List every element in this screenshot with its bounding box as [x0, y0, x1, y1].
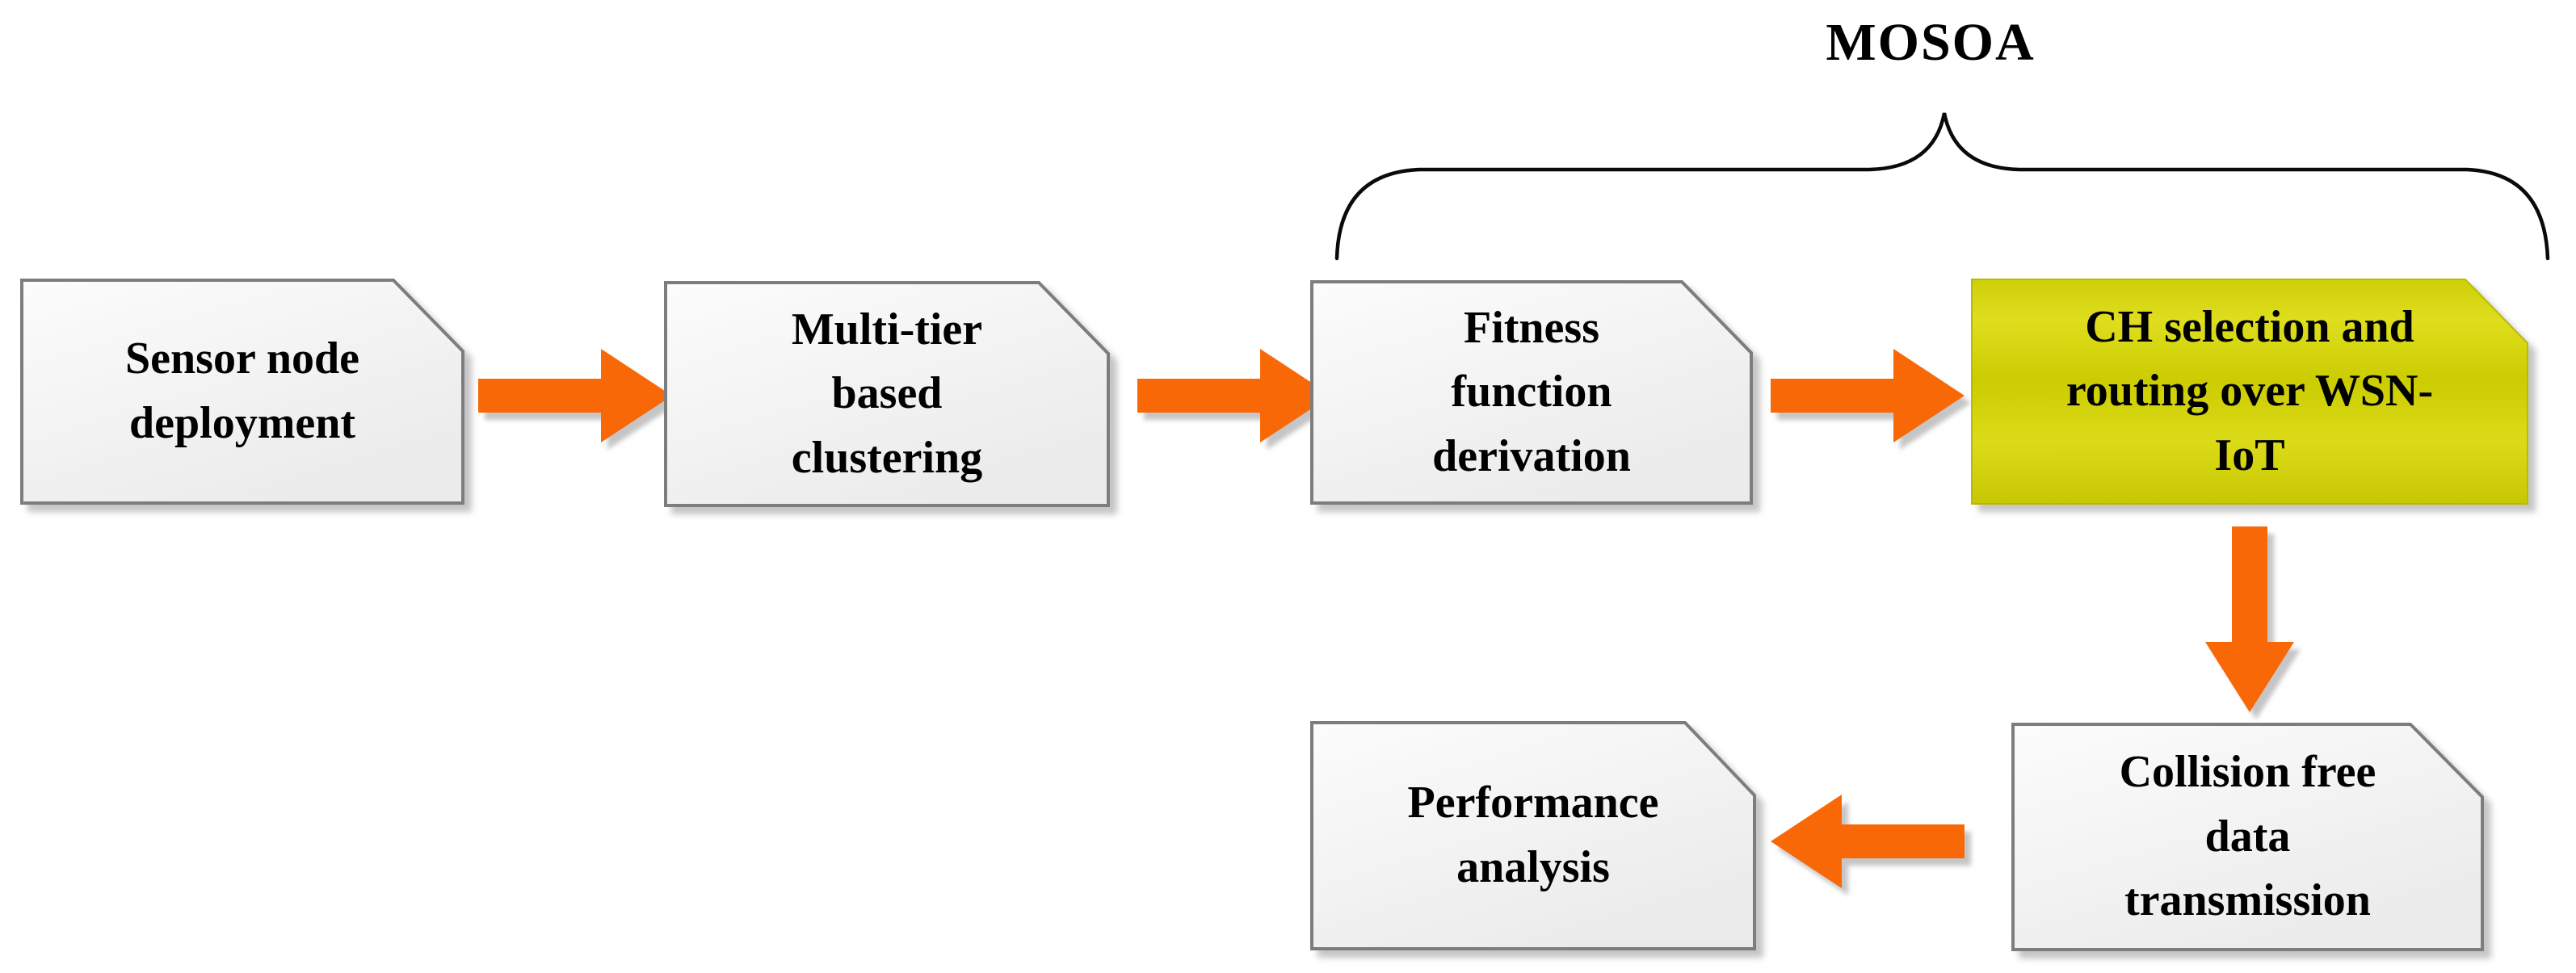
notched-box-shape	[664, 281, 1110, 507]
node-label: Multi-tier based clustering	[791, 304, 983, 483]
node-ch-selection-routing: CH selection and routing over WSN- IoT	[1971, 279, 2528, 505]
notched-box-shape-highlight	[1971, 279, 2528, 505]
node-collision-free-transmission: Collision free data transmission	[2011, 723, 2484, 951]
node-sensor-node-deployment: Sensor node deployment	[20, 279, 464, 505]
arrow-right-icon	[478, 349, 672, 442]
mosoa-brace-icon	[1334, 103, 2550, 261]
node-fitness-function-derivation: Fitness function derivation	[1310, 280, 1753, 505]
notched-box-shape	[2011, 723, 2484, 951]
arrow-left-icon	[1771, 795, 1965, 888]
node-performance-analysis: Performance analysis	[1310, 721, 1756, 950]
node-label: Fitness function derivation	[1432, 302, 1631, 481]
notched-box-shape	[20, 279, 464, 505]
node-label: Collision free data transmission	[2119, 747, 2376, 926]
node-label: CH selection and routing over WSN- IoT	[2065, 301, 2434, 480]
node-label: Sensor node deployment	[125, 333, 359, 448]
arrow-right-icon	[1137, 349, 1331, 442]
arrow-down-icon	[2205, 526, 2294, 712]
arrow-right-icon	[1771, 349, 1965, 442]
node-label: Performance analysis	[1407, 778, 1659, 892]
notched-box-shape	[1310, 721, 1756, 950]
notched-box-shape	[1310, 280, 1753, 505]
mosoa-label: MOSOA	[1826, 13, 2036, 72]
node-multi-tier-clustering: Multi-tier based clustering	[664, 281, 1110, 507]
